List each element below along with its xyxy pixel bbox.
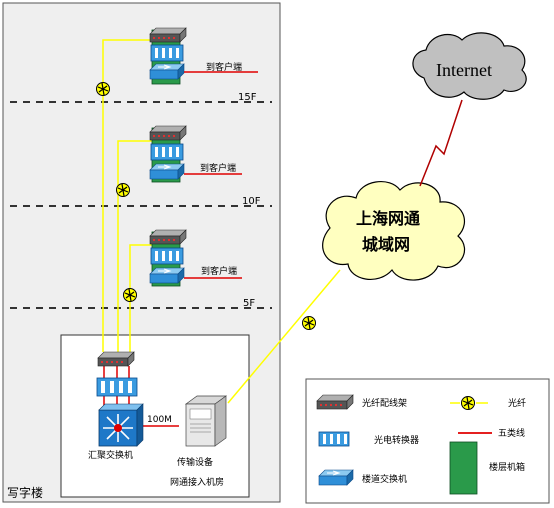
client-label-10f: 到客户端 (200, 162, 236, 174)
floor-label-15f: 15F (238, 92, 257, 103)
floor-label-5f: 5F (243, 298, 255, 309)
fiber-icon (301, 315, 317, 331)
legend-converter-icon (318, 431, 350, 447)
legend-cat5-label: 五类线 (498, 427, 525, 439)
room-fiber-panel-icon (97, 351, 135, 367)
fiber-line-15f (102, 39, 152, 352)
link-speed-label: 100M (147, 415, 172, 425)
client-label-5f: 到客户端 (201, 265, 237, 277)
metro-network-cloud (322, 181, 466, 281)
legend-fiber-icon (460, 395, 476, 411)
building-label: 写字楼 (7, 485, 43, 500)
legend-fiber-label: 光纤 (508, 397, 526, 409)
fiber-line-5f (129, 244, 153, 352)
fiber-icon (95, 81, 111, 97)
transmission-device-icon (184, 395, 228, 447)
transmission-device-label: 传输设备 (177, 456, 213, 468)
floor-cabinet-5f (149, 229, 187, 287)
fiber-icon (115, 182, 131, 198)
legend-converter-label: 光电转换器 (374, 434, 419, 446)
client-label-15f: 到客户端 (206, 61, 242, 73)
wan-link-zigzag (419, 99, 463, 187)
floor-cabinet-10f (149, 125, 187, 183)
cloud-label-line2: 城域网 (362, 235, 410, 254)
fiber-icon (122, 287, 138, 303)
legend-fiber-panel-label: 光纤配线架 (362, 397, 407, 409)
legend-floor-switch-icon (318, 469, 354, 486)
internet-cloud (412, 32, 527, 100)
aggregation-switch-label: 汇聚交换机 (88, 449, 133, 461)
legend-fiber-panel-icon (316, 394, 354, 410)
legend-floor-switch-label: 楼道交换机 (362, 473, 407, 485)
access-room-label: 网通接入机房 (170, 476, 224, 488)
legend-cabinet-icon (449, 441, 478, 495)
cloud-label-line1: 上海网通 (356, 209, 420, 228)
floor-cabinet-15f (149, 27, 187, 85)
room-converters-icon (96, 377, 138, 397)
internet-label: Internet (436, 60, 492, 80)
fiber-line-to-cloud (227, 269, 341, 404)
legend-cabinet-label: 楼层机箱 (489, 461, 525, 473)
aggregation-switch-icon (98, 403, 144, 447)
fiber-line-10f (117, 140, 153, 352)
floor-label-10f: 10F (242, 196, 261, 207)
